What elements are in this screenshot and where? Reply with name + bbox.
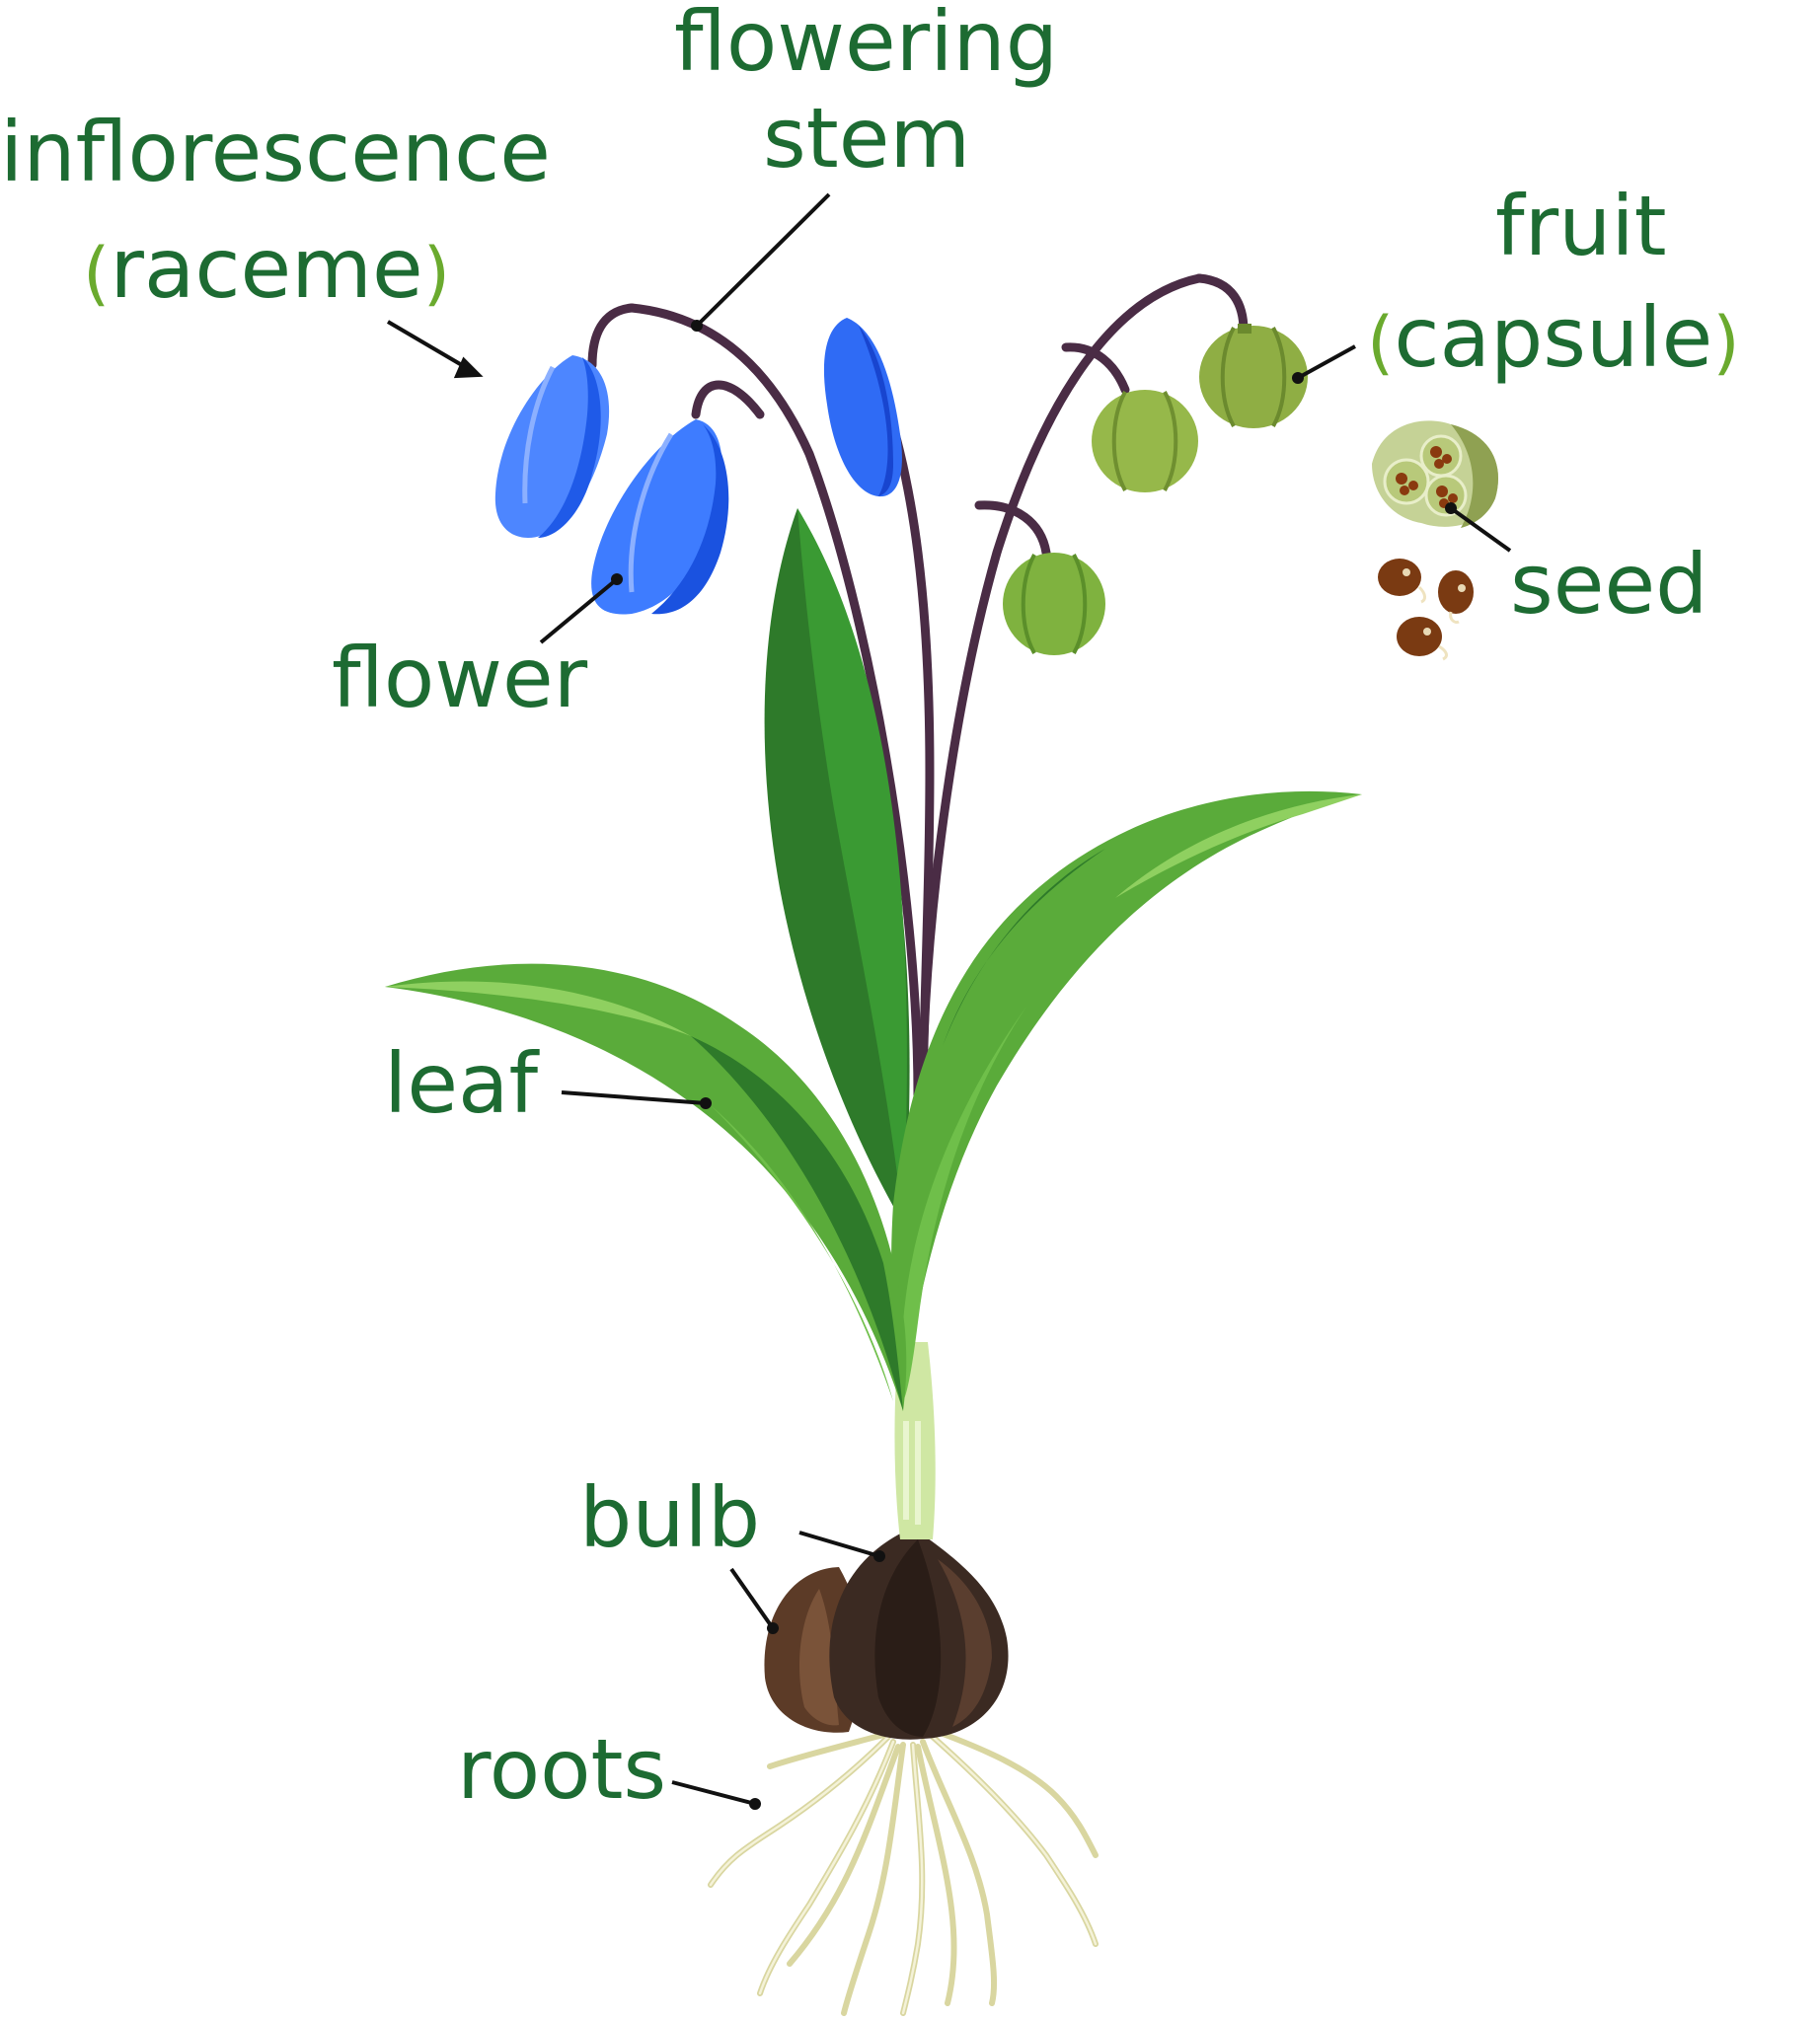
label-bulb: bulb <box>579 1469 761 1566</box>
label-roots: roots <box>457 1721 667 1818</box>
label-flowering: flowering <box>674 0 1059 90</box>
flower-1 <box>494 355 610 538</box>
label-capsule: (capsule) <box>1367 296 1740 379</box>
label-leaf: leaf <box>384 1035 539 1132</box>
capsule-open-paren: ( <box>1367 302 1395 383</box>
raceme-open-paren: ( <box>83 233 111 314</box>
capsule-text: capsule <box>1394 289 1713 386</box>
leader-lines <box>386 192 1512 1806</box>
raceme-text: raceme <box>110 220 423 317</box>
leaf-left <box>385 963 907 1411</box>
capsule-2 <box>1092 390 1198 492</box>
flower-3 <box>823 318 902 497</box>
label-stem: stem <box>763 90 971 187</box>
capsule-1 <box>1199 324 1308 428</box>
seeds <box>1378 559 1474 661</box>
label-raceme: (raceme) <box>83 227 450 310</box>
capsule-close-paren: ) <box>1712 302 1740 383</box>
flowering-stems <box>587 273 1249 1100</box>
bulb <box>764 1528 1009 1740</box>
leader-dots <box>611 320 1457 1810</box>
leaf-upright <box>764 508 910 1224</box>
leaf-right <box>891 790 1362 1401</box>
label-flower: flower <box>332 630 588 726</box>
open-capsule <box>1372 420 1498 528</box>
label-inflorescence: inflorescence <box>0 104 551 200</box>
label-seed: seed <box>1510 536 1708 633</box>
label-fruit: fruit <box>1495 178 1667 274</box>
raceme-close-paren: ) <box>422 233 451 314</box>
capsule-3 <box>1003 553 1105 655</box>
flower-2 <box>591 419 729 615</box>
